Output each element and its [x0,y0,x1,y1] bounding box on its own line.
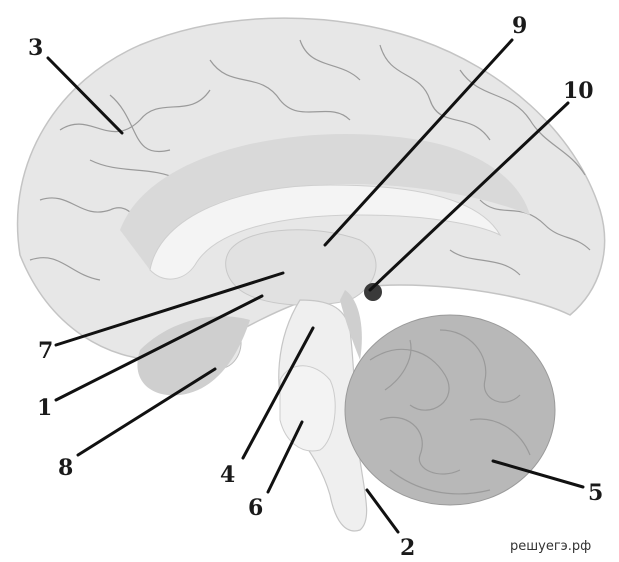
label-2: 2 [400,535,415,561]
label-3: 3 [28,35,43,61]
label-4: 4 [220,462,235,488]
label-6: 6 [248,495,263,521]
label-1: 1 [37,395,52,421]
label-7: 7 [38,338,53,364]
cerebellum [345,315,555,505]
pointer-2 [367,490,398,532]
label-5: 5 [588,480,603,506]
label-10: 10 [563,78,594,104]
watermark: решуегэ.рф [510,539,591,554]
label-9: 9 [512,13,527,39]
thalamus [226,230,376,305]
label-8: 8 [58,455,73,481]
pons [280,366,335,451]
